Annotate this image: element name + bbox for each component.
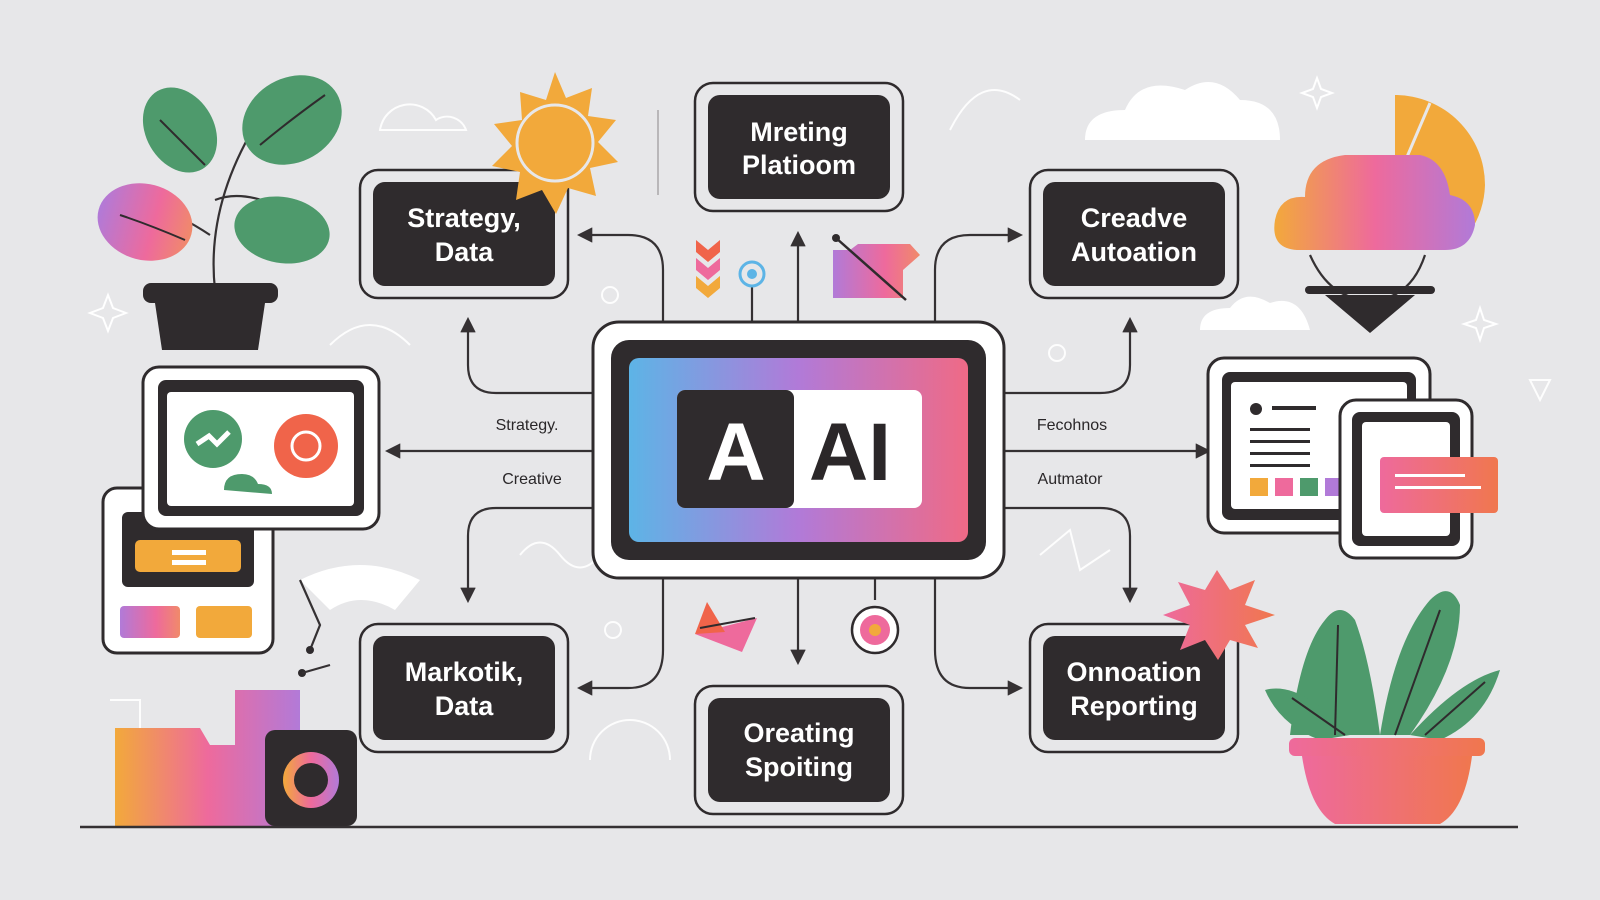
background-sketches [110, 89, 1552, 761]
node-bottom-left-line-2: Data [435, 691, 495, 721]
node-top-right-line-1: Creadve [1081, 203, 1188, 233]
node-bottom[interactable]: Oreating Spoiting [693, 684, 905, 816]
sparkle-icon [1163, 570, 1275, 660]
chevron-stack-icon [696, 240, 720, 298]
cloud-icon [1274, 155, 1475, 333]
node-bottom-left[interactable]: Markotik, Data [358, 622, 570, 754]
folder-icon [832, 234, 920, 301]
plant-icon [1265, 591, 1500, 824]
node-bottom-right-line-2: Reporting [1070, 691, 1198, 721]
edge-label-left-upper: Strategy. [496, 417, 559, 434]
target-icon [850, 605, 900, 655]
node-top-left[interactable]: Strategy, Data [358, 168, 570, 300]
connector-lines [384, 110, 1212, 696]
edge-label-left-lower: Creative [502, 471, 562, 488]
edge-label-right-upper: Fecohnos [1037, 417, 1107, 434]
node-top-left-line-2: Data [435, 237, 495, 267]
ai-badge-right-text: AI [809, 407, 891, 498]
location-pin-icon [738, 260, 766, 288]
paper-plane-icon [298, 565, 420, 677]
node-top-line-2: Platioom [742, 150, 856, 180]
node-bottom-right[interactable]: Onnoation Reporting [1028, 622, 1240, 754]
ai-badge-left-text: A [706, 407, 765, 498]
sparkle-icon [87, 75, 1500, 344]
node-top[interactable]: Mreting Platioom [693, 81, 905, 213]
tablet-icon [1338, 398, 1498, 560]
folder-icon [115, 690, 300, 828]
camera-icon [265, 730, 357, 826]
node-top-right[interactable]: Creadve Autoation [1028, 168, 1240, 300]
node-bottom-right-line-1: Onnoation [1067, 657, 1202, 687]
ai-center-screen[interactable]: A AI [591, 320, 1006, 580]
node-top-left-line-1: Strategy, [407, 203, 521, 233]
paper-plane-icon [695, 602, 757, 652]
cloud-icon [1085, 82, 1310, 330]
node-bottom-line-1: Oreating [743, 718, 854, 748]
node-bottom-line-2: Spoiting [745, 752, 853, 782]
node-bottom-left-line-1: Markotik, [405, 657, 524, 687]
node-top-line-1: Mreting [750, 117, 848, 147]
edge-label-right-lower: Autmator [1038, 471, 1104, 488]
sun-icon [492, 72, 618, 214]
node-top-right-line-2: Autoation [1071, 237, 1197, 267]
plant-icon [97, 75, 342, 350]
tablet-icon [141, 365, 381, 531]
